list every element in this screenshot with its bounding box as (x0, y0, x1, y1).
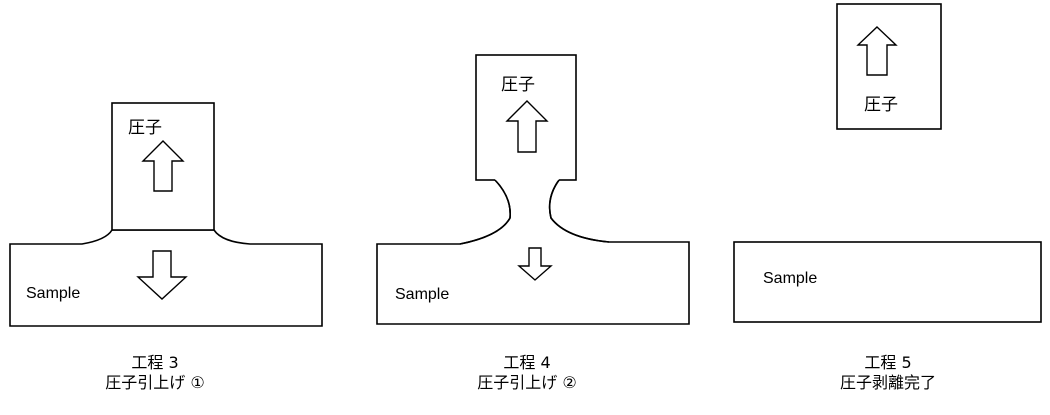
step-4-indenter-label: 圧子 (501, 75, 535, 95)
step-4-caption-title: 工程 4 (503, 353, 551, 372)
step-5-sample-block (733, 241, 1042, 323)
step-4-neck-left (459, 179, 512, 245)
step-4-caption-desc: 圧子引上げ ② (477, 373, 577, 392)
step-4-caption: 工程 4 圧子引上げ ② (397, 353, 657, 393)
step-3-caption-title: 工程 3 (131, 353, 179, 372)
step-3-figure: 圧子 Sample (9, 102, 323, 327)
step-3-sample-label: Sample (26, 285, 80, 302)
step-4-up-arrow-icon (505, 100, 549, 153)
step-4-sample-label: Sample (395, 286, 449, 303)
step-4-neck-right (548, 179, 610, 243)
step-3-caption-desc: 圧子引上げ ① (105, 373, 205, 392)
step-3-up-arrow-icon (141, 140, 185, 192)
step-4-figure: 圧子 Sample (376, 54, 690, 325)
step-5-up-arrow-icon (856, 26, 898, 76)
step-5-caption-desc: 圧子剥離完了 (839, 373, 936, 392)
step-5-figure: 圧子 Sample (733, 3, 1042, 323)
step-4-down-arrow-icon (517, 247, 553, 281)
step-5-indenter-label: 圧子 (864, 95, 898, 115)
step-3-caption: 工程 3 圧子引上げ ① (25, 353, 285, 393)
step-3-down-arrow-icon (136, 250, 188, 300)
step-3-indenter-label: 圧子 (128, 118, 162, 138)
step-5-caption: 工程 5 圧子剥離完了 (758, 353, 1018, 393)
step-5-caption-title: 工程 5 (864, 353, 912, 372)
step-5-indenter (836, 3, 942, 130)
step-5-sample-label: Sample (763, 270, 817, 287)
